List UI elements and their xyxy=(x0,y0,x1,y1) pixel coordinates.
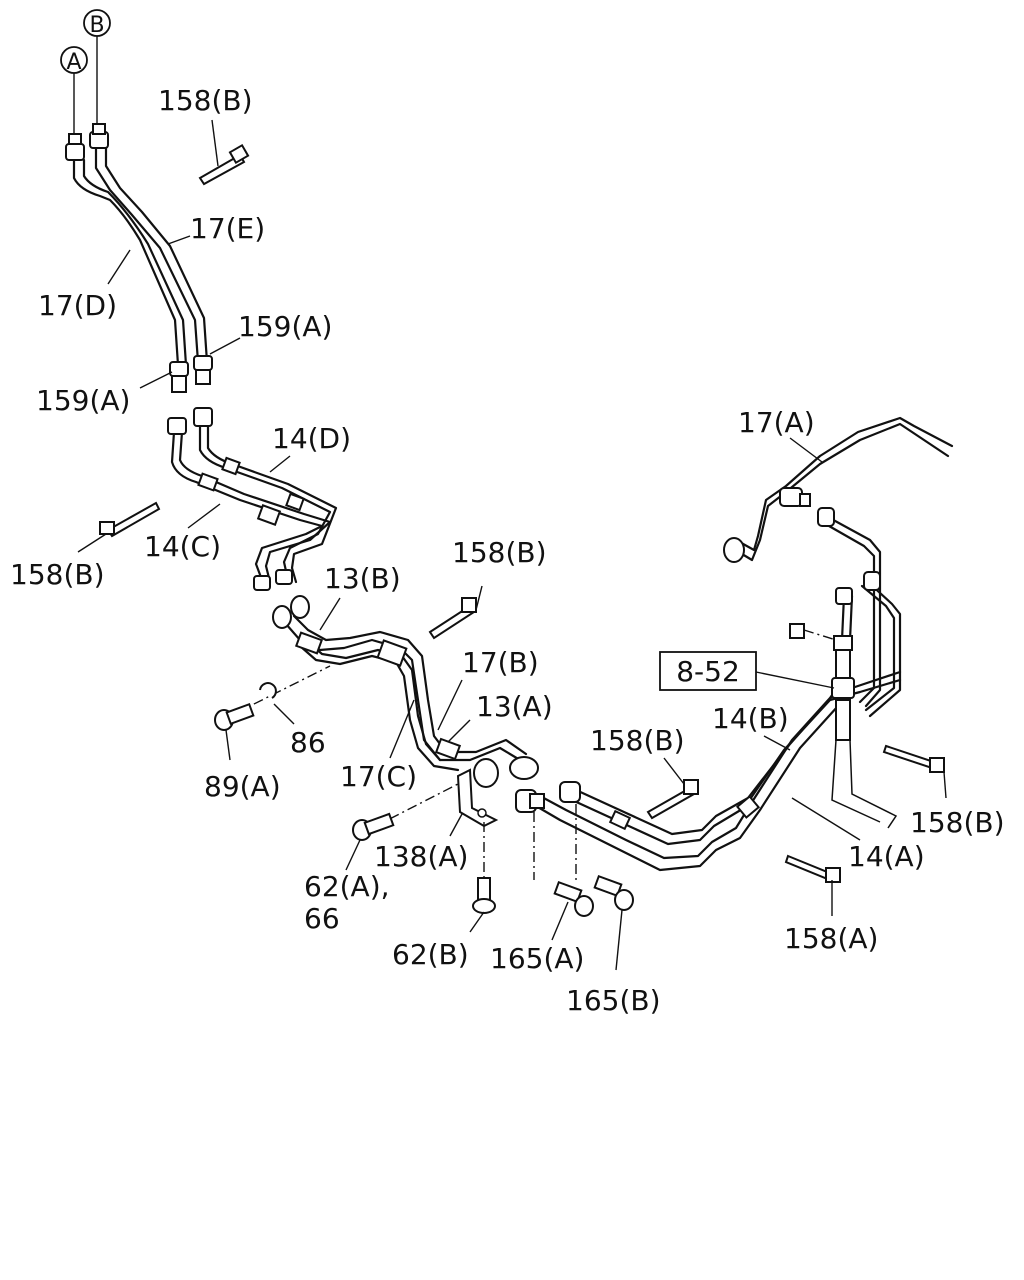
label-62-a: 62(A), xyxy=(304,870,390,903)
clip-158-b-top xyxy=(198,119,250,186)
callout-b: B xyxy=(83,9,111,124)
pipe-13-17-center xyxy=(235,595,539,788)
leader-lines xyxy=(77,235,947,971)
reference-box-8-52: 8-52 xyxy=(659,651,757,691)
label-158-b-right: 158(B) xyxy=(910,806,1005,839)
label-17-a: 17(A) xyxy=(738,406,815,439)
callout-a: A xyxy=(60,46,88,134)
label-158-b-top: 158(B) xyxy=(158,84,253,117)
pipe-17-a xyxy=(723,416,954,563)
label-158-a: 158(A) xyxy=(784,922,878,955)
label-158-b-center: 158(B) xyxy=(590,724,685,757)
clip-158-b-mid xyxy=(428,597,477,640)
clip-158-b-left xyxy=(99,501,161,538)
reference-box-text: 8-52 xyxy=(676,655,740,688)
clip-158-a xyxy=(784,854,841,883)
bolt-62-b xyxy=(472,877,496,914)
callout-b-text: B xyxy=(89,13,104,38)
label-14-b: 14(B) xyxy=(712,702,789,735)
label-14-c: 14(C) xyxy=(144,530,221,563)
label-158-b-mid: 158(B) xyxy=(452,536,547,569)
bolt-62-a xyxy=(352,812,395,841)
label-86: 86 xyxy=(290,726,326,759)
callout-a-text: A xyxy=(66,50,81,75)
bracket-138-a xyxy=(371,768,499,880)
label-138-a: 138(A) xyxy=(374,840,468,873)
label-158-b-left: 158(B) xyxy=(10,558,105,591)
label-13-b: 13(B) xyxy=(324,562,401,595)
label-17-c: 17(C) xyxy=(340,760,417,793)
pipe-17-d-e xyxy=(65,123,213,393)
pipe-14-a-b xyxy=(515,670,902,880)
pipe-14-c-d xyxy=(167,407,338,591)
label-89-a: 89(A) xyxy=(204,770,281,803)
label-13-a: 13(A) xyxy=(476,690,553,723)
label-159-a-right: 159(A) xyxy=(238,310,332,343)
bolt-165-b xyxy=(593,874,634,911)
label-14-d: 14(D) xyxy=(272,422,351,455)
label-159-a-left: 159(A) xyxy=(36,384,130,417)
bolt-165-a xyxy=(553,880,594,917)
clip-158-b-center xyxy=(646,779,699,820)
label-17-b: 17(B) xyxy=(462,646,539,679)
label-17-d: 17(D) xyxy=(38,289,117,322)
clip-158-b-right xyxy=(882,744,945,773)
label-165-a: 165(A) xyxy=(490,942,584,975)
label-62-b: 62(B) xyxy=(392,938,469,971)
pipe-right-vertical xyxy=(789,507,902,829)
label-17-e: 17(E) xyxy=(190,212,265,245)
label-14-a: 14(A) xyxy=(848,840,925,873)
label-165-b: 165(B) xyxy=(566,984,661,1017)
part-labels: 158(B) 17(E) 17(D) 159(A) 159(A) 14(D) 1… xyxy=(10,84,1005,1017)
bolt-89-a xyxy=(214,682,277,731)
label-66: 66 xyxy=(304,902,340,935)
